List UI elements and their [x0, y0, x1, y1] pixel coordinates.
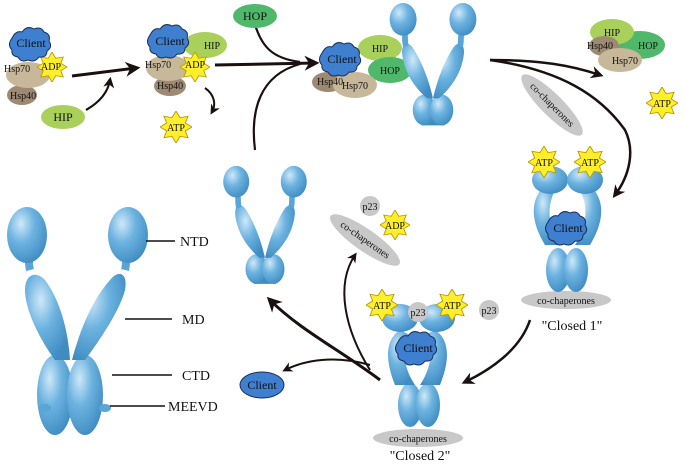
closed-1-state: Client ATP ATP co-chaperones "Closed 1": [521, 146, 611, 334]
arrow-3-release: [489, 58, 604, 79]
arrow-cochaperones-release: [343, 252, 371, 371]
svg-text:ATP: ATP: [581, 158, 599, 169]
arrow-3-closed1: [489, 58, 632, 199]
hip-free-1: HIP: [41, 105, 85, 129]
svg-text:ATP: ATP: [535, 158, 553, 169]
hop-free: HOP: [233, 4, 277, 28]
svg-text:Client: Client: [155, 34, 185, 48]
client-blob: [9, 27, 52, 62]
svg-text:Hsp70: Hsp70: [145, 60, 171, 71]
closed-2-state: Client p23 ATP ATP co-chaperones "Closed…: [366, 289, 468, 464]
svg-text:HOP: HOP: [638, 41, 658, 52]
p23-in: p23: [479, 300, 499, 320]
svg-text:HOP: HOP: [243, 9, 267, 23]
svg-text:p23: p23: [363, 202, 378, 213]
complex-stage-3: Client HIP HOP Hsp40 Hsp70: [312, 35, 412, 98]
svg-text:ATP: ATP: [167, 123, 185, 134]
hsp90-domain-model: NTD MD CTD MEEVD: [7, 207, 218, 435]
ntd-label: NTD: [180, 235, 209, 250]
svg-text:Hsp70: Hsp70: [612, 56, 638, 67]
closed-2-label: "Closed 2": [390, 449, 451, 464]
svg-text:ATP: ATP: [373, 301, 391, 312]
svg-text:Hsp40: Hsp40: [317, 77, 343, 88]
hsp40-label: Hsp40: [10, 91, 36, 102]
svg-text:ADP: ADP: [185, 60, 205, 71]
svg-text:HIP: HIP: [53, 110, 73, 124]
svg-text:Client: Client: [553, 221, 583, 235]
released-cochaperones-2: co-chaperones p23 ADP: [330, 196, 410, 266]
client-released: Client: [239, 371, 285, 399]
complex-stage-1: Client Hsp70 ADP Hsp40: [4, 27, 67, 105]
svg-text:Hsp40: Hsp40: [157, 81, 183, 92]
svg-text:ATP: ATP: [443, 301, 461, 312]
meevd-label: MEEVD: [168, 400, 218, 415]
arrow-atp-release: [204, 87, 220, 115]
svg-text:p23: p23: [482, 306, 497, 317]
atp-released-1: ATP: [160, 111, 192, 143]
svg-text:ADP: ADP: [385, 221, 405, 232]
adp-label: ADP: [41, 62, 61, 73]
arrow-hop-in: [253, 24, 301, 64]
closed-1-label: "Closed 1": [542, 319, 603, 334]
arrow-1-2: [71, 61, 141, 78]
svg-text:co-chaperones: co-chaperones: [537, 296, 595, 307]
svg-text:Client: Client: [403, 341, 433, 355]
svg-text:HOP: HOP: [380, 66, 400, 77]
arrow-closed1-closed2: [461, 319, 532, 384]
svg-text:p23: p23: [411, 308, 426, 319]
svg-text:HIP: HIP: [204, 41, 221, 52]
arrow-recycle: [252, 62, 301, 151]
atp-in-1: ATP: [646, 87, 678, 119]
client-label: Client: [16, 36, 46, 50]
svg-text:Client: Client: [327, 52, 357, 66]
svg-text:HIP: HIP: [604, 28, 621, 39]
released-complex: HIP HOP Hsp40 Hsp70: [587, 19, 665, 72]
svg-text:HIP: HIP: [372, 44, 389, 55]
hsp70-label: Hsp70: [4, 64, 30, 75]
svg-text:Hsp40: Hsp40: [587, 41, 613, 52]
hsp90-open-middle: [223, 166, 307, 284]
arrow-closed2-open: [266, 296, 381, 382]
cochaperones-pill-1: co-chaperones: [521, 74, 583, 136]
svg-text:Hsp70: Hsp70: [342, 81, 368, 92]
arrow-hip-in: [85, 76, 115, 111]
svg-text:ATP: ATP: [653, 99, 671, 110]
complex-stage-2: Client HIP Hsp70 ADP Hsp40: [145, 24, 227, 96]
md-label: MD: [182, 313, 205, 328]
svg-text:co-chaperones: co-chaperones: [389, 434, 447, 445]
svg-text:Client: Client: [247, 378, 277, 392]
hsp40-blob: [7, 85, 37, 105]
ctd-label: CTD: [182, 369, 210, 384]
arrow-client-release: [282, 358, 371, 372]
svg-text:co-chaperones: co-chaperones: [527, 81, 576, 130]
